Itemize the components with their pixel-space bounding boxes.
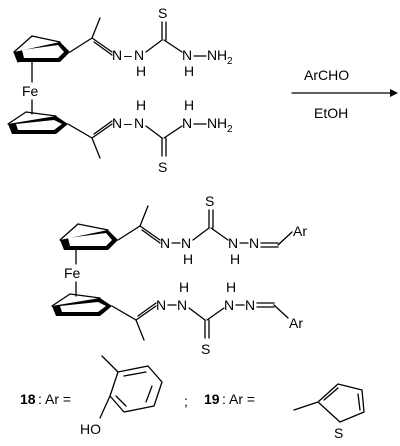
top-cp-ring-reactant — [13, 35, 70, 63]
atom-N4: N — [112, 115, 122, 131]
dash-1: – — [124, 47, 132, 63]
hydroxyl-label: HO — [80, 421, 101, 437]
atom-Ar1: Ar — [293, 223, 307, 239]
atom-H1: H — [136, 63, 146, 79]
reactant-structure: Fe N – N H S N H N — [7, 5, 233, 175]
atom-N3: N — [182, 47, 192, 63]
atom-N12: N — [177, 297, 187, 313]
atom-N5: N — [134, 115, 144, 131]
top-product-arm: N N H S N H N Ar — [117, 193, 307, 267]
atom-NH2-N-top: N — [207, 47, 217, 63]
dash-2: – — [124, 115, 132, 131]
atom-N11: N — [156, 297, 166, 313]
atom-N9: N — [228, 235, 238, 251]
compound-18-label: : Ar = — [38, 391, 71, 407]
atom-N7: N — [160, 235, 170, 251]
top-thiocarbohydrazone-arm: N – N H S N H N H 2 — [69, 5, 233, 79]
top-cp-ring-product — [59, 223, 118, 250]
solvent-label: EtOH — [314, 105, 348, 121]
atom-NH2-H-bottom: H — [217, 115, 227, 131]
reaction-arrow: ArCHO EtOH — [291, 67, 398, 121]
atom-S3: S — [205, 193, 214, 209]
compound-18-definition: 18 : Ar = HO ; — [20, 355, 188, 437]
atom-N13: N — [224, 297, 234, 313]
atom-NH2-sub-top: 2 — [227, 56, 233, 67]
compound-19-label: : Ar = — [222, 391, 255, 407]
atom-H3: H — [136, 97, 146, 113]
atom-NH2-N-bottom: N — [207, 115, 217, 131]
atom-N14: N — [245, 297, 255, 313]
compound-19-definition: 19 : Ar = S — [204, 383, 365, 441]
compound-19-number: 19 — [204, 391, 220, 407]
atom-N2: N — [134, 47, 144, 63]
atom-H6: H — [230, 251, 240, 267]
reagent-label: ArCHO — [304, 67, 349, 83]
atom-Ar2: Ar — [289, 315, 303, 331]
atom-NH2-H-top: H — [217, 47, 227, 63]
atom-H5: H — [183, 251, 193, 267]
compound-18-number: 18 — [20, 391, 36, 407]
bottom-cp-ring-reactant — [7, 111, 68, 134]
atom-N8: N — [181, 235, 191, 251]
bottom-thiocarbohydrazone-arm: N – N H S N H N H 2 — [67, 97, 233, 175]
atom-S2: S — [158, 159, 167, 175]
atom-H8: H — [226, 279, 236, 295]
atom-S4: S — [201, 341, 210, 357]
product-structure: Fe N N H S N H N — [51, 193, 307, 357]
atom-N1: N — [112, 47, 122, 63]
atom-N10: N — [249, 235, 259, 251]
thiophene-sulfur: S — [334, 425, 343, 441]
separator: ; — [184, 393, 188, 409]
bottom-cp-ring-product — [51, 293, 112, 316]
atom-S1: S — [158, 5, 167, 21]
hydroxyphenyl-structure: HO — [80, 355, 163, 437]
atom-N6: N — [182, 115, 192, 131]
bottom-product-arm: N N H S N H N Ar — [111, 279, 303, 357]
atom-H4: H — [184, 97, 194, 113]
atom-H2: H — [184, 63, 194, 79]
thienyl-structure: S — [293, 383, 365, 441]
iron-label-reactant: Fe — [22, 83, 39, 99]
iron-label-product: Fe — [64, 265, 81, 281]
atom-H7: H — [179, 279, 189, 295]
atom-NH2-sub-bottom: 2 — [227, 124, 233, 135]
